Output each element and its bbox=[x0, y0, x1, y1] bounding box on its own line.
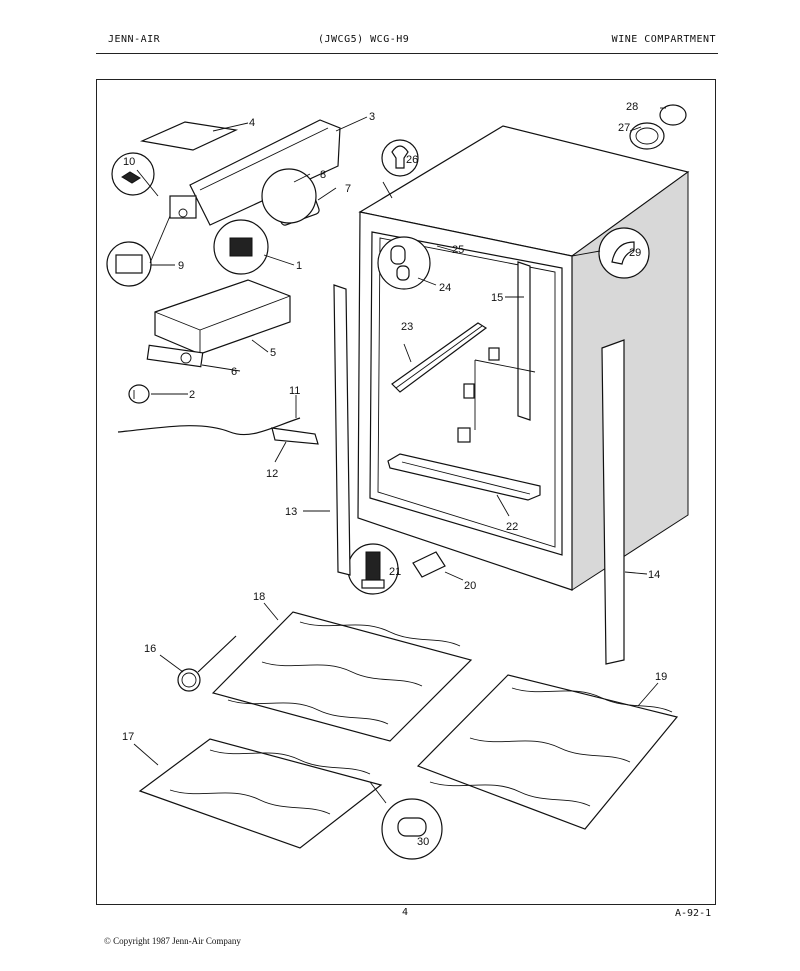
callout-30: 30 bbox=[417, 836, 429, 848]
callout-3: 3 bbox=[369, 111, 375, 123]
callout-2: 2 bbox=[189, 389, 195, 401]
diagram-code: A-92-1 bbox=[675, 908, 712, 919]
callout-24: 24 bbox=[439, 282, 451, 294]
callout-12: 12 bbox=[266, 468, 278, 480]
callout-16: 16 bbox=[144, 643, 156, 655]
callout-labels: 1 2 3 4 5 6 7 8 9 10 11 12 13 14 15 16 1… bbox=[122, 101, 667, 848]
header-brand: JENN-AIR bbox=[108, 34, 161, 45]
header-section-title: WINE COMPARTMENT bbox=[611, 34, 716, 45]
callout-7: 7 bbox=[345, 183, 351, 195]
callout-8: 8 bbox=[320, 169, 326, 181]
callout-27: 27 bbox=[618, 122, 630, 134]
callout-21: 21 bbox=[389, 566, 401, 578]
callout-9: 9 bbox=[178, 260, 184, 272]
callout-29: 29 bbox=[629, 247, 641, 259]
seal-rings bbox=[629, 104, 687, 150]
callout-5: 5 bbox=[270, 347, 276, 359]
detail-circles bbox=[106, 139, 650, 860]
leader-lines bbox=[133, 107, 666, 804]
thermometer-16 bbox=[177, 635, 237, 692]
page-number: 4 bbox=[402, 907, 409, 918]
callout-20: 20 bbox=[464, 580, 476, 592]
callout-25: 25 bbox=[452, 244, 464, 256]
callout-14: 14 bbox=[648, 569, 660, 581]
callout-15: 15 bbox=[491, 292, 503, 304]
header-rule bbox=[96, 53, 718, 54]
wine-racks bbox=[138, 611, 679, 849]
callout-26: 26 bbox=[406, 154, 418, 166]
cabinet-drawing bbox=[357, 125, 690, 591]
callout-11: 11 bbox=[289, 385, 300, 397]
callout-10: 10 bbox=[123, 156, 135, 168]
callout-17: 17 bbox=[122, 731, 134, 743]
callout-28: 28 bbox=[626, 101, 638, 113]
callout-22: 22 bbox=[506, 521, 518, 533]
callout-23: 23 bbox=[401, 321, 413, 333]
callout-18: 18 bbox=[253, 591, 265, 603]
callout-4: 4 bbox=[249, 117, 255, 129]
copyright-notice: © Copyright 1987 Jenn-Air Company bbox=[104, 936, 241, 946]
callout-1: 1 bbox=[296, 260, 302, 272]
callout-6: 6 bbox=[231, 366, 237, 378]
callout-19: 19 bbox=[655, 671, 667, 683]
door-rails bbox=[333, 284, 625, 665]
bracket-20 bbox=[412, 551, 446, 578]
diagram-frame bbox=[96, 79, 716, 905]
callout-13: 13 bbox=[285, 506, 297, 518]
header-model: (JWCG5) WCG-H9 bbox=[318, 34, 410, 45]
